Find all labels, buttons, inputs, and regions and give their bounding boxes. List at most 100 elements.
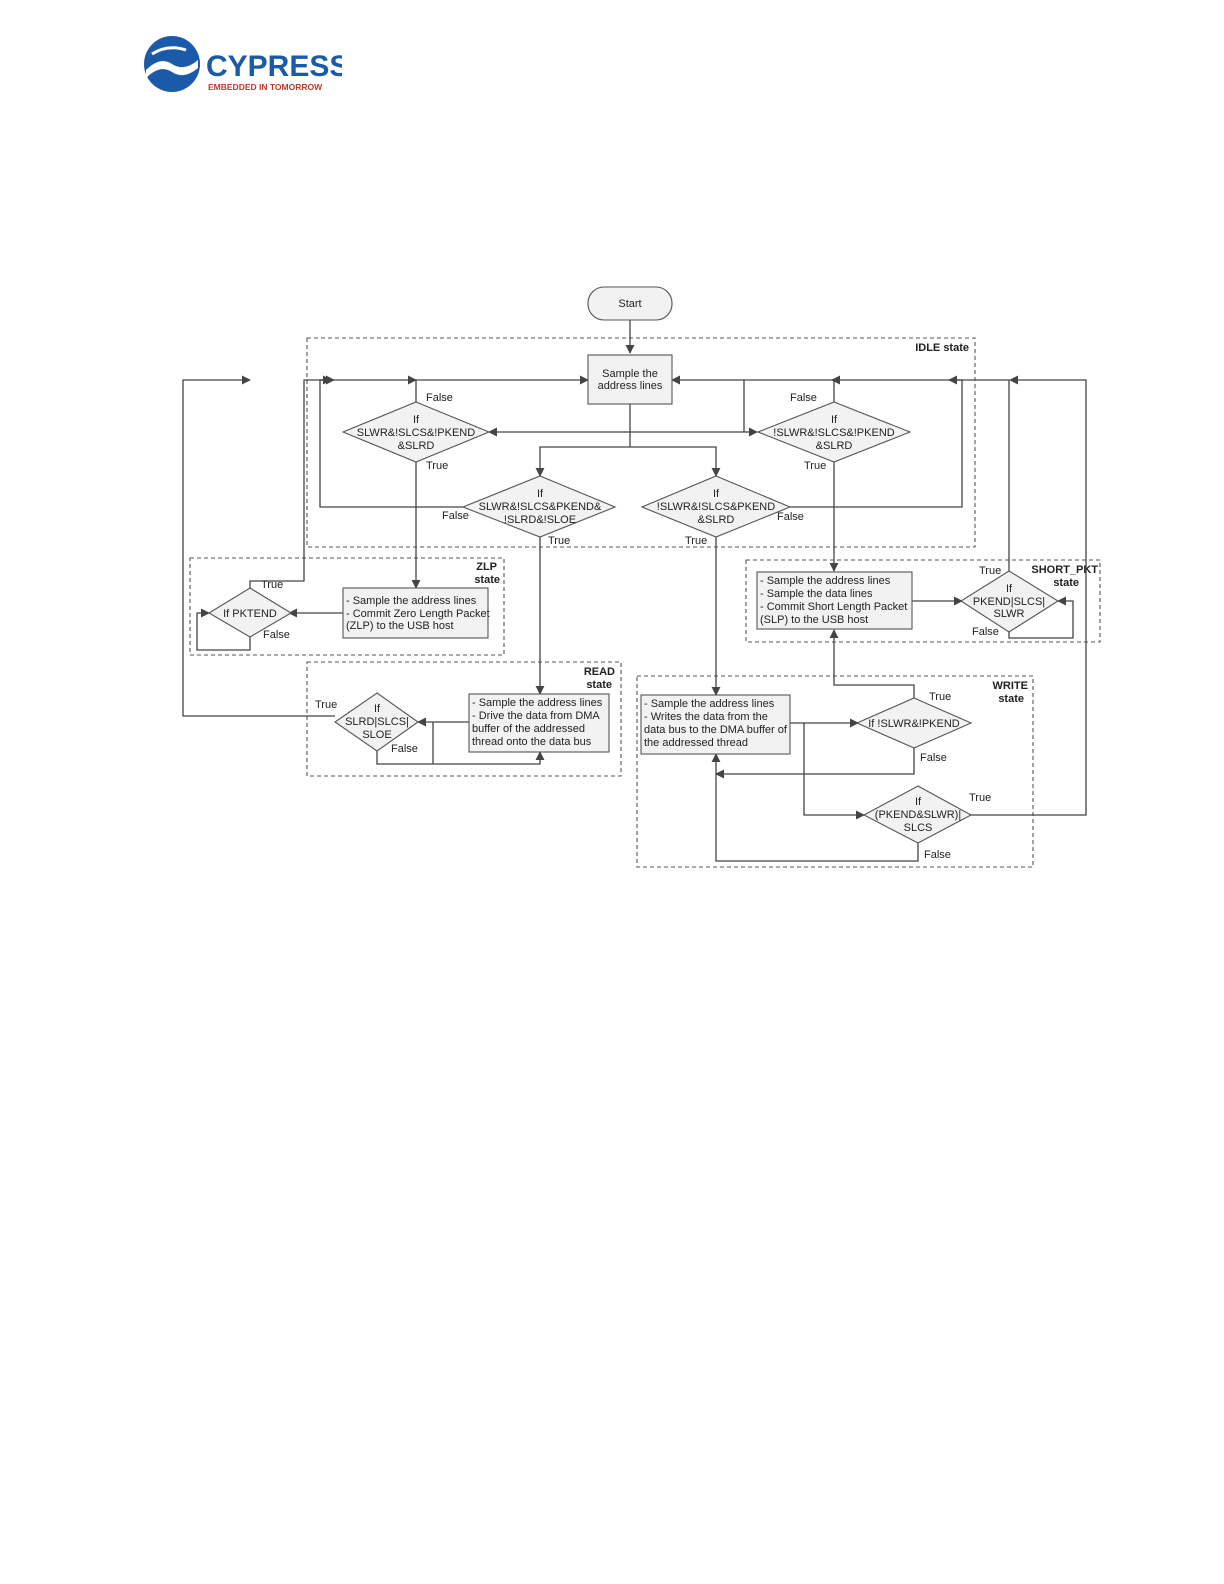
- slp-process-line-4: (SLP) to the USB host: [760, 614, 868, 626]
- edge-write1-true-to-slp: [829, 629, 915, 698]
- decision-d1: [341, 401, 491, 463]
- write-process: [640, 694, 791, 755]
- decision-shortpkt-line-2: PKEND|SLCS|: [973, 596, 1045, 608]
- slp-process-line-1: - Sample the address lines: [760, 575, 891, 587]
- logo-tree-icon: [151, 46, 187, 56]
- read-process-line-3: buffer of the addressed: [472, 723, 585, 735]
- decision-shortpkt-line-3: SLWR: [994, 608, 1025, 620]
- label-pktend-false: False: [263, 629, 290, 641]
- decision-write2: [862, 785, 973, 844]
- slp-process: [756, 571, 913, 630]
- label-write2-false: False: [924, 849, 951, 861]
- read-process-line-4: thread onto the data bus: [472, 736, 592, 748]
- write-process-line-3: data bus to the DMA buffer of: [644, 724, 788, 736]
- start-label: Start: [618, 298, 641, 310]
- read-state-region: [306, 661, 622, 777]
- decision-d3-line-2: SLWR&!SLCS&PKEND&: [479, 501, 602, 513]
- slp-process-line-3: - Commit Short Length Packet: [760, 601, 907, 613]
- edge-pktend-true-to-idle: [249, 375, 335, 588]
- edge-pktend-false-loop: [196, 608, 251, 651]
- idle-state-region: [306, 337, 976, 548]
- zlp-process-line-3: (ZLP) to the USB host: [346, 620, 454, 632]
- write-state-region: [636, 675, 1034, 868]
- label-read-false: False: [391, 743, 418, 755]
- short-pkt-state-label: SHORT_PKT: [1031, 564, 1098, 576]
- label-d4-true: True: [685, 535, 707, 547]
- decision-read: [334, 692, 419, 752]
- decision-read-line-2: SLRD|SLCS|: [345, 716, 409, 728]
- sample-address-process: [587, 354, 673, 405]
- decision-d4: [640, 475, 792, 538]
- label-shortpkt-true: True: [979, 565, 1001, 577]
- decision-write1-label: If !SLWR&!PKEND: [868, 718, 960, 730]
- edge-sample-to-d3: [535, 404, 631, 477]
- decision-write2-line-1: If: [915, 796, 922, 808]
- edge-read-false-loop: [376, 722, 545, 765]
- edge-d4-false-loop: [790, 375, 963, 508]
- write-state-label-2: state: [998, 693, 1024, 705]
- slp-process-line-2: - Sample the data lines: [760, 588, 873, 600]
- label-d3-true: True: [548, 535, 570, 547]
- logo-wave-icon: [146, 60, 198, 78]
- label-d1-false: False: [426, 392, 453, 404]
- edge-read-true-to-idle: [182, 375, 335, 717]
- zlp-process-line-2: - Commit Zero Length Packet: [346, 608, 490, 620]
- decision-d2-line-1: If: [831, 414, 838, 426]
- decision-d4-line-1: If: [713, 488, 720, 500]
- label-write1-true: True: [929, 691, 951, 703]
- read-state-label: READ: [584, 666, 615, 678]
- decision-pktend-label: If PKTEND: [223, 608, 277, 620]
- decision-shortpkt: [959, 570, 1060, 633]
- short-pkt-state-region: [745, 559, 1101, 643]
- decision-d3: [461, 475, 617, 538]
- zlp-state-region: [189, 557, 505, 656]
- write-process-line-1: - Sample the address lines: [644, 698, 775, 710]
- short-pkt-state-label-2: state: [1053, 577, 1079, 589]
- decision-d3-line-3: !SLRD&!SLOE: [504, 514, 576, 526]
- flow-edges: [182, 320, 1087, 862]
- decision-d2: [756, 401, 912, 463]
- decision-pktend: [207, 587, 293, 638]
- label-d2-false: False: [790, 392, 817, 404]
- decision-read-line-1: If: [374, 703, 381, 715]
- start-node: [587, 286, 673, 321]
- read-process-line-2: - Drive the data from DMA: [472, 710, 600, 722]
- cypress-logo: CYPRESS EMBEDDED IN TOMORROW: [144, 36, 342, 92]
- logo-tagline-text: EMBEDDED IN TOMORROW: [208, 82, 323, 92]
- edge-write2-false-loop: [711, 753, 919, 862]
- decision-d4-line-2: !SLWR&!SLCS&PKEND: [657, 501, 775, 513]
- edge-write-to-decision2: [803, 723, 865, 820]
- decision-shortpkt-line-1: If: [1006, 583, 1013, 595]
- decision-d2-line-3: &SLRD: [816, 440, 853, 452]
- label-write2-true: True: [969, 792, 991, 804]
- decision-d4-line-3: &SLRD: [698, 514, 735, 526]
- decision-d3-line-1: If: [537, 488, 544, 500]
- label-d3-false: False: [442, 510, 469, 522]
- zlp-state-label-2: state: [474, 574, 500, 586]
- decision-write1: [855, 697, 973, 749]
- read-state-label-2: state: [586, 679, 612, 691]
- label-pktend-true: True: [261, 579, 283, 591]
- write-process-line-4: the addressed thread: [644, 737, 748, 749]
- sample-address-line-1: Sample the: [602, 368, 658, 380]
- edge-sample-to-d4: [630, 446, 721, 477]
- idle-state-label: IDLE state: [915, 342, 969, 354]
- decision-d1-line-1: If: [413, 414, 420, 426]
- write-process-line-2: - Writes the data from the: [644, 711, 768, 723]
- label-read-true: True: [315, 699, 337, 711]
- label-shortpkt-false: False: [972, 626, 999, 638]
- decision-write2-line-3: SLCS: [904, 822, 933, 834]
- edge-d2-false-up: [743, 379, 835, 432]
- edge-shortpkt-true-to-idle: [948, 375, 1010, 571]
- label-d4-false: False: [777, 511, 804, 523]
- zlp-process: [342, 587, 489, 639]
- logo-brand-text: CYPRESS: [206, 50, 342, 83]
- read-process: [468, 693, 610, 753]
- write-state-label: WRITE: [993, 680, 1028, 692]
- label-write1-false: False: [920, 752, 947, 764]
- decision-d1-line-2: SLWR&!SLCS&!PKEND: [357, 427, 475, 439]
- sample-address-line-2: address lines: [598, 380, 663, 392]
- edge-shortpkt-false-loop: [1008, 596, 1074, 639]
- zlp-process-line-1: - Sample the address lines: [346, 595, 477, 607]
